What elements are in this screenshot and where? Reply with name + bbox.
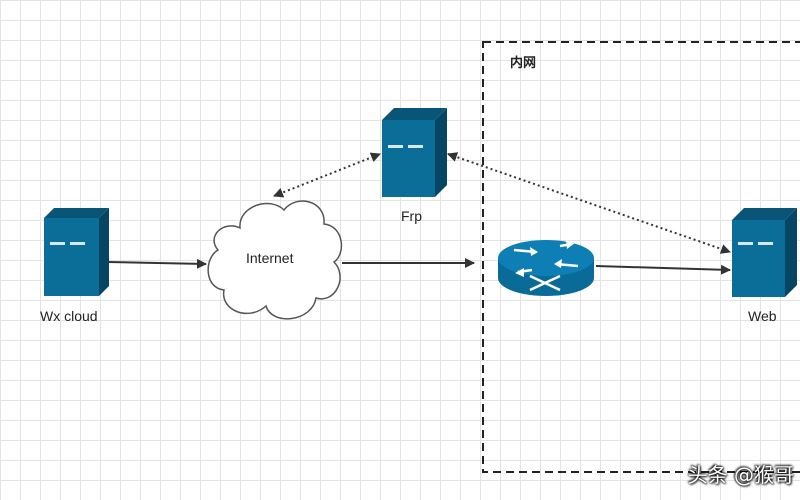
connector-frp-web-dotted bbox=[447, 152, 731, 254]
web-server-icon bbox=[732, 208, 797, 297]
internet-cloud-icon bbox=[207, 200, 343, 320]
intranet-zone-title: 内网 bbox=[510, 56, 537, 71]
watermark: 头条 @猴哥 bbox=[687, 463, 794, 487]
connector-wxcloud-internet bbox=[107, 258, 207, 269]
connector-internet-frp-dotted bbox=[273, 152, 381, 198]
router-icon bbox=[498, 240, 594, 296]
frp-server-icon bbox=[382, 108, 447, 197]
intranet-zone-border bbox=[482, 41, 800, 473]
wx-cloud-label: Wx cloud bbox=[40, 308, 98, 324]
connector-router-web bbox=[595, 264, 731, 275]
wx-cloud-server-icon bbox=[44, 208, 109, 296]
frp-label: Frp bbox=[401, 208, 422, 224]
web-label: Web bbox=[748, 308, 777, 324]
internet-label: Internet bbox=[246, 250, 294, 266]
